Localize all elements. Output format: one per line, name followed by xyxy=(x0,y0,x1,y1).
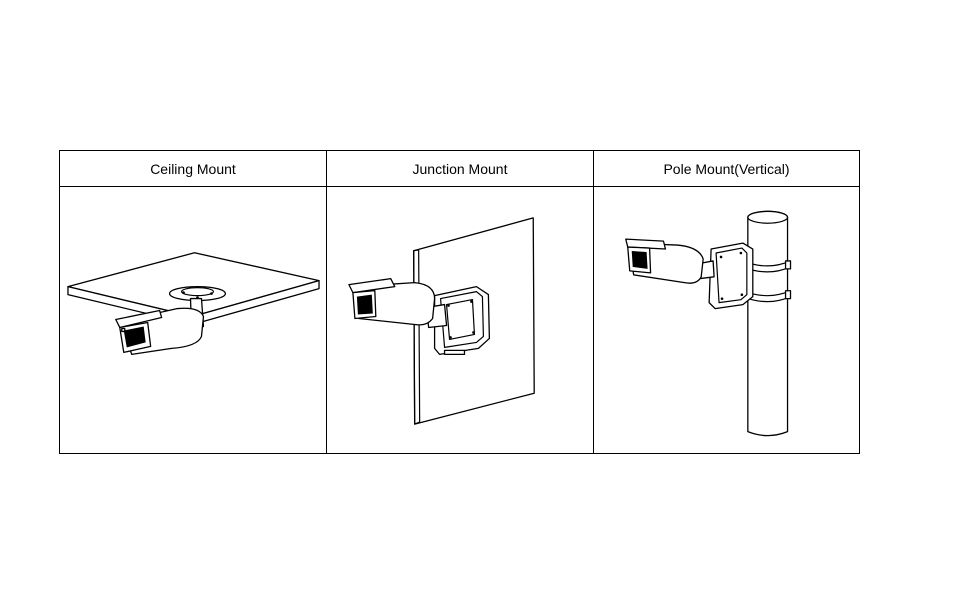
ceiling-mount-camera-icon xyxy=(67,252,320,356)
pole-mount-illustration xyxy=(594,187,859,453)
mount-types-table: Ceiling Mount Junction Mount Pole Mount(… xyxy=(59,150,860,454)
header-pole-mount: Pole Mount(Vertical) xyxy=(594,151,859,187)
header-junction-mount: Junction Mount xyxy=(327,151,594,187)
junction-mount-camera-icon xyxy=(348,217,535,425)
ceiling-mount-illustration xyxy=(60,187,327,453)
pole-mount-camera-icon xyxy=(625,210,792,437)
junction-mount-illustration xyxy=(327,187,594,453)
header-ceiling-mount: Ceiling Mount xyxy=(60,151,327,187)
